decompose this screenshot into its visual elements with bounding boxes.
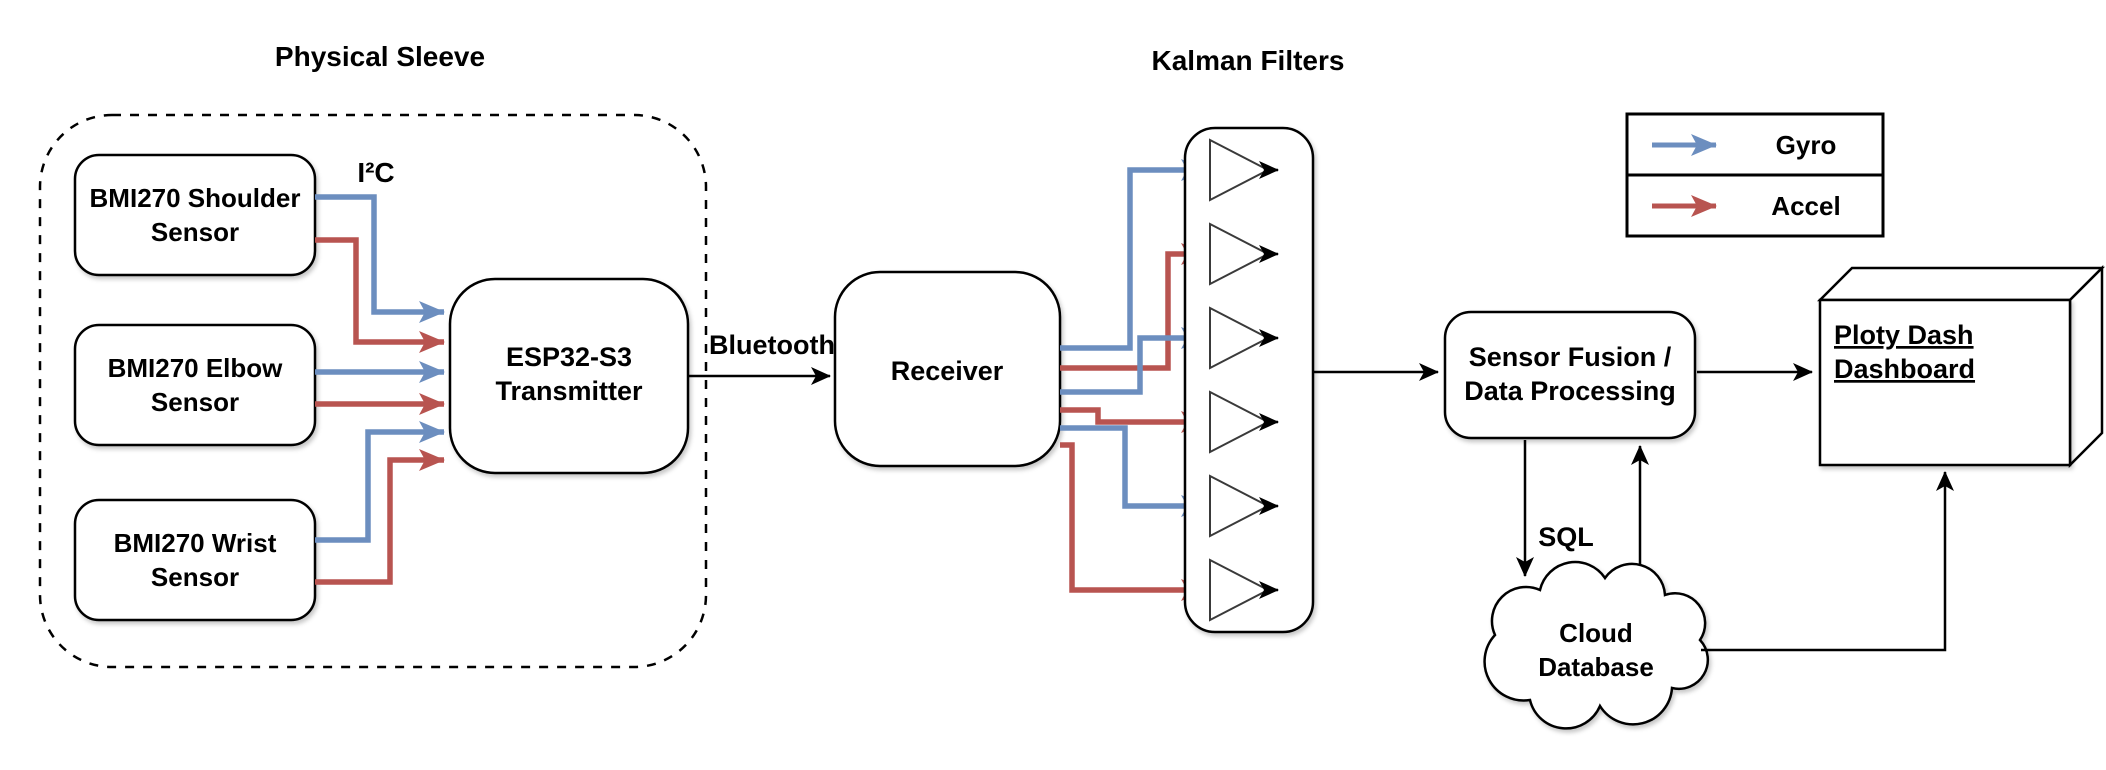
wire-receiver-gyro-3 bbox=[1060, 425, 1207, 517]
i2c-bus-label: I²C bbox=[357, 157, 394, 188]
wire-receiver-accel-2 bbox=[1060, 407, 1207, 433]
physical-sleeve-title: Physical Sleeve bbox=[275, 41, 485, 72]
bmi270-shoulder-sensor-box bbox=[73, 153, 317, 277]
sensor-fusion-label-line1: Sensor Fusion / bbox=[1469, 342, 1672, 372]
cloud-database-label-line1: Cloud bbox=[1559, 618, 1633, 648]
bluetooth-link-label: Bluetooth bbox=[709, 330, 835, 360]
wire-receiver-gyro-1 bbox=[1060, 159, 1207, 351]
kalman-filters-title: Kalman Filters bbox=[1152, 45, 1345, 76]
kalman-filter-symbol-2 bbox=[1209, 222, 1279, 286]
bmi270-shoulder-sensor-label-line1: BMI270 Shoulder bbox=[90, 183, 301, 213]
wire-wrist-gyro bbox=[315, 421, 445, 543]
sensor-fusion-box bbox=[1443, 310, 1697, 440]
wire-shoulder-accel bbox=[315, 237, 445, 353]
node-bmi270-elbow-sensor: BMI270 Elbow Sensor bbox=[73, 323, 317, 447]
legend-item-gyro: Gyro bbox=[1652, 130, 1836, 160]
dashboard-box-top-face bbox=[1816, 266, 2106, 302]
cloud-database-label-line2: Database bbox=[1538, 652, 1654, 682]
wire-wrist-accel bbox=[315, 449, 445, 585]
kalman-filter-symbol-1 bbox=[1209, 138, 1279, 202]
wire-receiver-accel-3 bbox=[1060, 442, 1207, 601]
bmi270-wrist-sensor-box bbox=[73, 498, 317, 622]
esp32-transmitter-label-line2: Transmitter bbox=[495, 376, 643, 406]
dashboard-label-line1: Ploty Dash bbox=[1834, 320, 1974, 350]
bmi270-elbow-sensor-box bbox=[73, 323, 317, 447]
filter-triangle-icon bbox=[1209, 558, 1271, 622]
receiver-label: Receiver bbox=[891, 356, 1004, 386]
node-kalman-filters bbox=[1183, 126, 1315, 634]
bmi270-elbow-sensor-label-line1: BMI270 Elbow bbox=[108, 353, 284, 383]
node-dashboard: Ploty Dash Dashboard bbox=[1816, 264, 2106, 469]
filter-triangle-icon bbox=[1209, 138, 1271, 202]
dashboard-box-side-face bbox=[2068, 264, 2104, 469]
bmi270-wrist-sensor-label-line1: BMI270 Wrist bbox=[114, 528, 277, 558]
esp32-transmitter-label-line1: ESP32-S3 bbox=[506, 342, 632, 372]
bmi270-wrist-sensor-label-line2: Sensor bbox=[151, 562, 239, 592]
kalman-filter-symbol-6 bbox=[1209, 558, 1279, 622]
node-cloud-database: Cloud Database bbox=[1483, 560, 1710, 730]
cloud-shape-icon bbox=[1483, 560, 1710, 730]
bmi270-elbow-sensor-label-line2: Sensor bbox=[151, 387, 239, 417]
physical-sleeve-container bbox=[38, 113, 708, 669]
dashboard-label-line2: Dashboard bbox=[1834, 354, 1975, 384]
node-bmi270-shoulder-sensor: BMI270 Shoulder Sensor bbox=[73, 153, 317, 277]
kalman-filters-box bbox=[1183, 126, 1315, 634]
node-bmi270-wrist-sensor: BMI270 Wrist Sensor bbox=[73, 498, 317, 622]
node-esp32-transmitter: ESP32-S3 Transmitter bbox=[448, 277, 690, 475]
kalman-filter-symbol-5 bbox=[1209, 474, 1279, 538]
filter-triangle-icon bbox=[1209, 306, 1271, 370]
legend-gyro-label: Gyro bbox=[1776, 130, 1837, 160]
wire-shoulder-gyro bbox=[315, 194, 445, 323]
node-receiver: Receiver bbox=[833, 270, 1062, 468]
sensor-fusion-label-line2: Data Processing bbox=[1464, 376, 1676, 406]
dashboard-box-front-face bbox=[1818, 298, 2072, 467]
legend-item-accel: Accel bbox=[1652, 191, 1841, 221]
kalman-filter-symbol-3 bbox=[1209, 306, 1279, 370]
legend-accel-label: Accel bbox=[1771, 191, 1840, 221]
sql-link-label: SQL bbox=[1538, 522, 1594, 552]
bmi270-shoulder-sensor-label-line2: Sensor bbox=[151, 217, 239, 247]
filter-triangle-icon bbox=[1209, 390, 1271, 454]
filter-triangle-icon bbox=[1209, 474, 1271, 538]
filter-triangle-icon bbox=[1209, 222, 1271, 286]
kalman-filter-symbol-4 bbox=[1209, 390, 1279, 454]
legend: Gyro Accel bbox=[1625, 112, 1885, 238]
wire-receiver-gyro-2 bbox=[1060, 327, 1207, 395]
edge-cloud-to-dashboard bbox=[1701, 471, 1954, 652]
node-sensor-fusion: Sensor Fusion / Data Processing bbox=[1443, 310, 1697, 440]
